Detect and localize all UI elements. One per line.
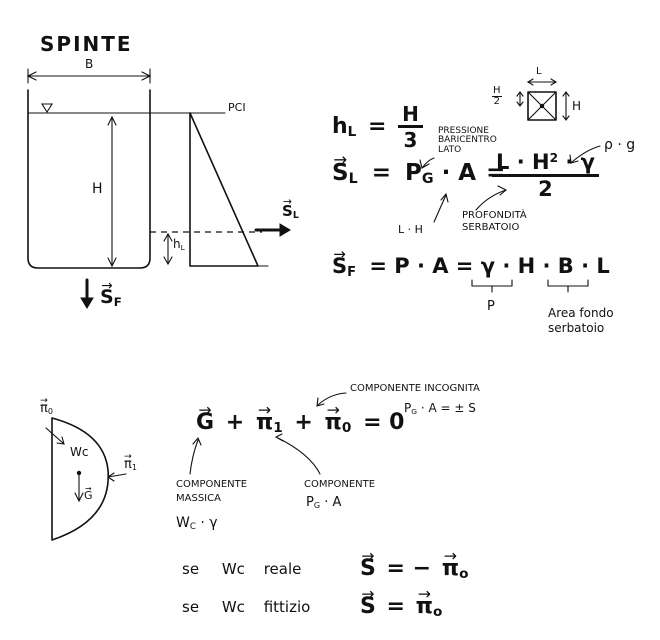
circular-segment-shape xyxy=(51,417,109,541)
water-level-symbol xyxy=(41,103,53,114)
note-pga: PG · A xyxy=(306,495,342,510)
case-fittizio: se Wc fittizio xyxy=(182,598,311,616)
case-fittizio-formula: S = πo xyxy=(360,586,442,619)
label-wc-shape: Wc xyxy=(70,445,89,459)
dimension-B-arrow xyxy=(26,68,152,84)
dimension-H-arrow xyxy=(107,115,117,268)
label-SF-thrust: SF xyxy=(100,280,122,308)
note-rho-g: ρ · g xyxy=(604,137,636,153)
pi1-pointer xyxy=(107,473,127,478)
note-componente-pga: COMPONENTE xyxy=(304,479,376,490)
page-title: SPINTE xyxy=(40,32,133,56)
thrust-SF-arrow-icon xyxy=(80,278,94,309)
wall-section-diagram xyxy=(516,78,570,121)
equation-SL: SL = PG · A = xyxy=(332,152,507,187)
equation-balance: G + π1 + π0 = 0 xyxy=(196,402,404,435)
note-componente-massica: COMPONENTE MASSICA xyxy=(176,479,248,504)
square-label-H: H xyxy=(572,99,582,113)
thrust-SL-arrow-icon xyxy=(254,223,291,237)
pi0-pointer xyxy=(45,427,65,445)
label-B: B xyxy=(85,57,94,71)
pointer-massica xyxy=(189,439,199,475)
label-SL-thrust: SL xyxy=(282,197,299,220)
label-G-shape: G xyxy=(84,485,93,501)
case-reale: se Wc reale xyxy=(182,560,302,578)
note-pga-equals-s: PG · A = ± S xyxy=(404,401,476,416)
note-wc-gamma: WC · γ xyxy=(176,515,218,532)
note-componente-incognita: COMPONENTE INCOGNITA xyxy=(350,383,480,394)
pointer-rho-g xyxy=(571,145,601,163)
note-area-fondo: Area fondo serbatoio xyxy=(548,306,614,335)
note-LH: L · H xyxy=(398,223,423,236)
equation-SF: SF = P · A = γ · H · B · L xyxy=(332,247,610,279)
pointer-pressione xyxy=(421,157,435,169)
note-pressione: PRESSIONE BARICENTRO LATO xyxy=(438,126,497,155)
tank-outline xyxy=(27,89,151,269)
label-pi1-shape: π1 xyxy=(124,452,137,471)
pointer-incognita xyxy=(317,392,347,406)
label-under-P: P xyxy=(487,299,495,314)
pointer-profondita xyxy=(475,189,507,211)
case-reale-formula: S = − πo xyxy=(360,548,469,581)
brace-under-BL xyxy=(547,279,589,293)
pointer-componente-pga xyxy=(277,437,321,475)
pointer-LH xyxy=(433,194,447,223)
note-profondita: PROFONDITÀ SERBATOIO xyxy=(462,210,527,233)
label-hL: hL xyxy=(173,237,185,252)
label-pci: PCI xyxy=(228,101,246,114)
label-pi0-shape: π0 xyxy=(40,396,53,415)
pressure-diagram xyxy=(189,112,259,267)
label-H: H xyxy=(92,181,103,197)
dimension-hL-arrow xyxy=(163,232,173,266)
brace-under-gammaH xyxy=(471,279,513,293)
square-label-L: L xyxy=(536,66,542,77)
